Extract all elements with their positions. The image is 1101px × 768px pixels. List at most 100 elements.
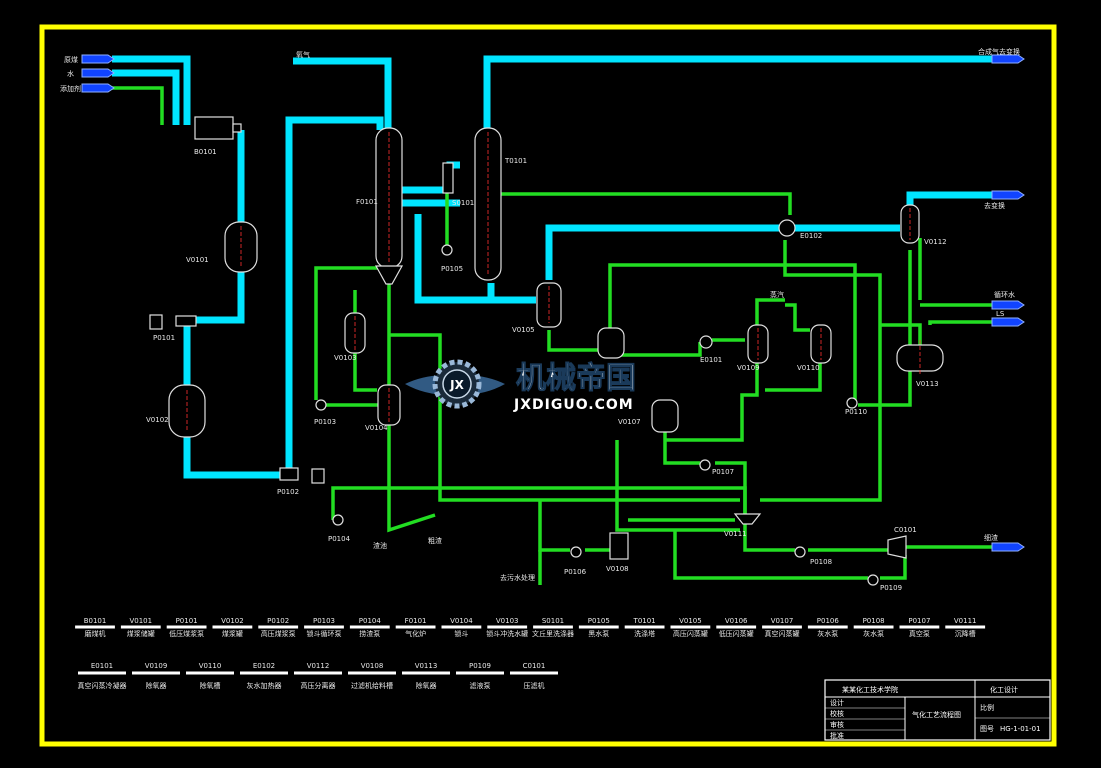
legend-name: 锁斗 <box>454 629 468 638</box>
ls-line <box>928 320 1000 325</box>
p0102-pump <box>279 467 299 481</box>
s0101-venturi <box>442 162 454 194</box>
to-shift-arrow <box>991 190 1025 200</box>
legend-name: 过滤机给料槽 <box>351 681 393 690</box>
label-ls: LS <box>996 310 1005 318</box>
tag-e0101: E0101 <box>700 356 722 364</box>
tag-p0109: P0109 <box>880 584 902 592</box>
legend-tag: F0101 <box>405 617 427 625</box>
p0109-line <box>673 530 868 580</box>
legend-tag: P0108 <box>863 617 885 625</box>
tag-p0102: P0102 <box>277 488 299 496</box>
title-row-check: 校核 <box>830 709 844 718</box>
tag-v0102: V0102 <box>146 416 169 424</box>
p0107-line <box>715 461 747 520</box>
legend-name: 气化炉 <box>405 629 426 638</box>
ls-arrow <box>991 317 1025 327</box>
label-additive: 添加剂 <box>60 84 81 93</box>
e0101-condenser <box>699 335 713 349</box>
tag-v0110: V0110 <box>797 364 820 372</box>
legend-name: 高压闪蒸罐 <box>673 629 708 638</box>
p0109-pump <box>867 574 879 586</box>
b0101-mill <box>194 116 234 140</box>
tag-v0105: V0105 <box>512 326 535 334</box>
legend-name: 灰水加热器 <box>247 681 282 690</box>
v0109-condensate-line <box>665 362 759 442</box>
legend-tag: V0109 <box>145 662 168 670</box>
legend-tag: V0110 <box>199 662 222 670</box>
stream-arrows <box>81 54 1025 552</box>
title-row-review: 审核 <box>830 720 844 729</box>
legend-name: 磨煤机 <box>85 629 106 638</box>
p0107-pump <box>699 459 711 471</box>
water-feed-line <box>112 69 180 125</box>
label-oxygen: 氧气 <box>296 50 310 59</box>
legend-tag: P0105 <box>588 617 610 625</box>
v0113-top-line <box>880 323 922 345</box>
drawing-frame <box>39 24 1057 747</box>
v0101-to-p0101-line <box>195 272 245 324</box>
equipment-tags: B0101 V0101 P0101 V0102 P0102 F0101 T010… <box>146 148 947 592</box>
legend-name: 滤液泵 <box>470 681 491 690</box>
flash-gas-line <box>545 224 900 280</box>
v0107-vessel <box>651 399 679 433</box>
syngas-out-arrow <box>991 54 1025 64</box>
legend-tag: V0106 <box>725 617 748 625</box>
p0101-motor <box>149 314 163 330</box>
watermark-brand-url: JXDIGUO.COM <box>513 397 634 413</box>
title-drawing-title: 气化工艺流程图 <box>912 710 961 719</box>
title-row-design: 设计 <box>830 698 844 707</box>
title-row-approve: 批准 <box>830 731 844 740</box>
legend-tag: P0106 <box>817 617 840 625</box>
legend-name: 文丘里洗涤器 <box>532 629 574 638</box>
title-sheet-label: 图号 <box>980 725 994 733</box>
title-sheet-no: HG-1-01-01 <box>1000 725 1041 733</box>
tag-p0105: P0105 <box>441 265 463 273</box>
b0101-motor <box>232 123 242 133</box>
legend-name: 煤浆罐 <box>222 629 243 638</box>
v0105-to-v0106-line <box>547 330 598 352</box>
v0111-to-p0108-line <box>743 520 795 552</box>
title-school: 某某化工技术学院 <box>842 685 898 694</box>
legend-tag: V0113 <box>415 662 438 670</box>
title-scale-label: 比例 <box>980 703 994 712</box>
ash-out-arrow <box>991 542 1025 552</box>
legend-tag: V0111 <box>954 617 977 625</box>
p0110-to-v0112-line <box>858 250 912 407</box>
legend-tag: P0107 <box>908 617 930 625</box>
legend-tag: V0108 <box>361 662 384 670</box>
legend-tag: B0101 <box>84 617 107 625</box>
gasifier-bottom-line <box>414 214 536 304</box>
legend-name: 捞渣泵 <box>359 629 380 638</box>
v0104-lockhopper <box>377 384 401 426</box>
legend-tag: V0103 <box>496 617 519 625</box>
legend-tag: V0112 <box>307 662 330 670</box>
label-steam: 蒸汽 <box>770 290 784 299</box>
label-slag-pit: 渣池 <box>373 541 387 550</box>
f0101-cone <box>374 265 404 285</box>
tag-p0110: P0110 <box>845 408 867 416</box>
additive-feed-arrow <box>81 83 115 93</box>
c0101-filtrate-line <box>880 555 907 580</box>
coal-feed-arrow <box>81 54 115 64</box>
p0102-motor <box>311 468 325 484</box>
tag-c0101: C0101 <box>894 526 917 534</box>
p0102-to-gasifier-line <box>285 116 384 470</box>
steam-line <box>755 298 785 330</box>
equipment-legend-row2: E0101真空闪蒸冷凝器V0109除氧器V0110除氧槽E0102灰水加热器V0… <box>78 662 558 690</box>
legend-tag: V0105 <box>679 617 702 625</box>
v0107-to-p0107-line <box>663 430 700 465</box>
tag-v0111: V0111 <box>724 530 747 538</box>
tag-p0108: P0108 <box>810 558 832 566</box>
tag-f0101: F0101 <box>356 198 378 206</box>
water-lines <box>112 86 1000 585</box>
v0108-feed-line <box>615 440 740 532</box>
tag-p0107: P0107 <box>712 468 734 476</box>
v0108-tank <box>609 532 629 560</box>
p0105-pump <box>441 244 453 256</box>
legend-tag: P0103 <box>313 617 335 625</box>
equipment-legend-row1: B0101磨煤机V0101煤浆储罐P0101低压煤浆泵V0102煤浆罐P0102… <box>75 617 986 638</box>
v0102-to-p0102-line <box>183 437 283 479</box>
water-feed-arrow <box>81 68 115 78</box>
